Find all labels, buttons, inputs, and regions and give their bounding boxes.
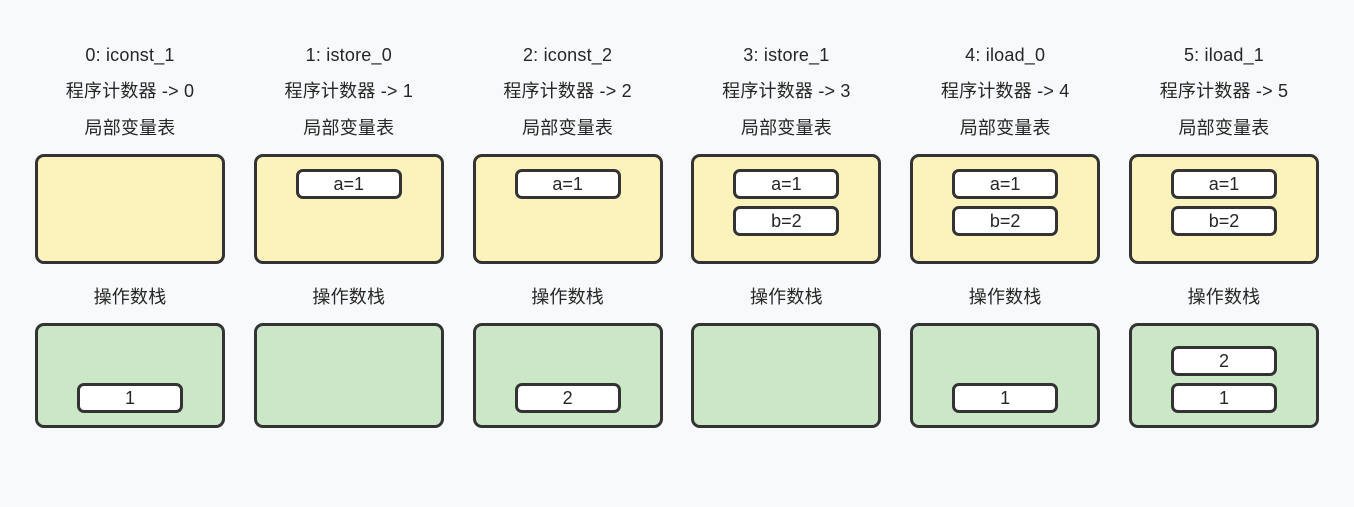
operand-stack-slot: 2 (514, 383, 621, 413)
operand-stack-box (253, 323, 444, 428)
local-variable-table-label: 局部变量表 (1178, 118, 1270, 138)
operand-stack-section: 操作数栈 (691, 287, 882, 428)
local-variable-slot: a=1 (514, 169, 621, 199)
local-variable-slot: a=1 (952, 169, 1059, 199)
local-variable-table-label: 局部变量表 (84, 118, 176, 138)
local-variable-table-label: 局部变量表 (522, 118, 614, 138)
program-counter-line: 程序计数器 -> 1 (284, 81, 414, 101)
local-variable-table-label: 局部变量表 (959, 118, 1051, 138)
program-counter-line: 程序计数器 -> 5 (1159, 81, 1289, 101)
local-variable-slot: a=1 (733, 169, 840, 199)
instruction-title: 3: istore_1 (743, 45, 830, 65)
local-variable-table-box (35, 154, 225, 264)
program-counter-line: 程序计数器 -> 4 (940, 81, 1070, 101)
local-variable-table-label: 局部变量表 (303, 118, 395, 138)
local-variable-slot: b=2 (1170, 206, 1277, 236)
operand-stack-slot: 1 (952, 383, 1059, 413)
operand-stack-label: 操作数栈 (312, 287, 386, 307)
program-counter-line: 程序计数器 -> 0 (65, 81, 195, 101)
operand-stack-section: 操作数栈 1 (35, 288, 225, 428)
operand-stack-box: 1 (35, 323, 225, 428)
local-variable-slot: a=1 (295, 169, 402, 199)
operand-stack-slot: 2 (1170, 346, 1277, 376)
operand-stack-box (691, 323, 882, 428)
operand-stack-box: 2 (472, 323, 663, 428)
step-column-1: 1: istore_0 程序计数器 -> 1 局部变量表 a=1 操作数栈 (253, 45, 444, 428)
operand-stack-section: 操作数栈 1 (910, 287, 1101, 428)
operand-stack-label: 操作数栈 (749, 287, 823, 307)
operand-stack-box: 1 (910, 323, 1101, 428)
instruction-title: 4: iload_0 (965, 45, 1046, 65)
operand-stack-section: 操作数栈 2 (472, 287, 663, 428)
instruction-title: 2: iconst_2 (522, 45, 613, 65)
program-counter-line: 程序计数器 -> 2 (503, 81, 632, 101)
local-variable-slot: b=2 (733, 206, 840, 236)
local-variable-table-label: 局部变量表 (740, 118, 832, 138)
local-variable-slot: b=2 (952, 206, 1059, 236)
operand-stack-label: 操作数栈 (1187, 287, 1261, 307)
operand-stack-label: 操作数栈 (968, 287, 1042, 307)
local-variable-table-box: a=1 (253, 154, 444, 264)
operand-stack-label: 操作数栈 (93, 287, 167, 307)
local-variable-slot: a=1 (1170, 169, 1277, 199)
operand-stack-slot: 1 (77, 383, 183, 413)
operand-stack-slot: 1 (1170, 383, 1277, 413)
program-counter-line: 程序计数器 -> 3 (722, 81, 851, 101)
instruction-title: 1: istore_0 (305, 45, 392, 65)
local-variable-table-box: a=1 (472, 154, 663, 264)
instruction-title: 0: iconst_1 (85, 45, 175, 65)
step-column-2: 2: iconst_2 程序计数器 -> 2 局部变量表 a=1 操作数栈 2 (472, 45, 663, 428)
step-column-0: 0: iconst_1 程序计数器 -> 0 局部变量表操作数栈 1 (35, 46, 225, 428)
operand-stack-label: 操作数栈 (531, 287, 604, 307)
instruction-title: 5: iload_1 (1183, 45, 1265, 65)
operand-stack-section: 操作数栈 (253, 287, 444, 428)
